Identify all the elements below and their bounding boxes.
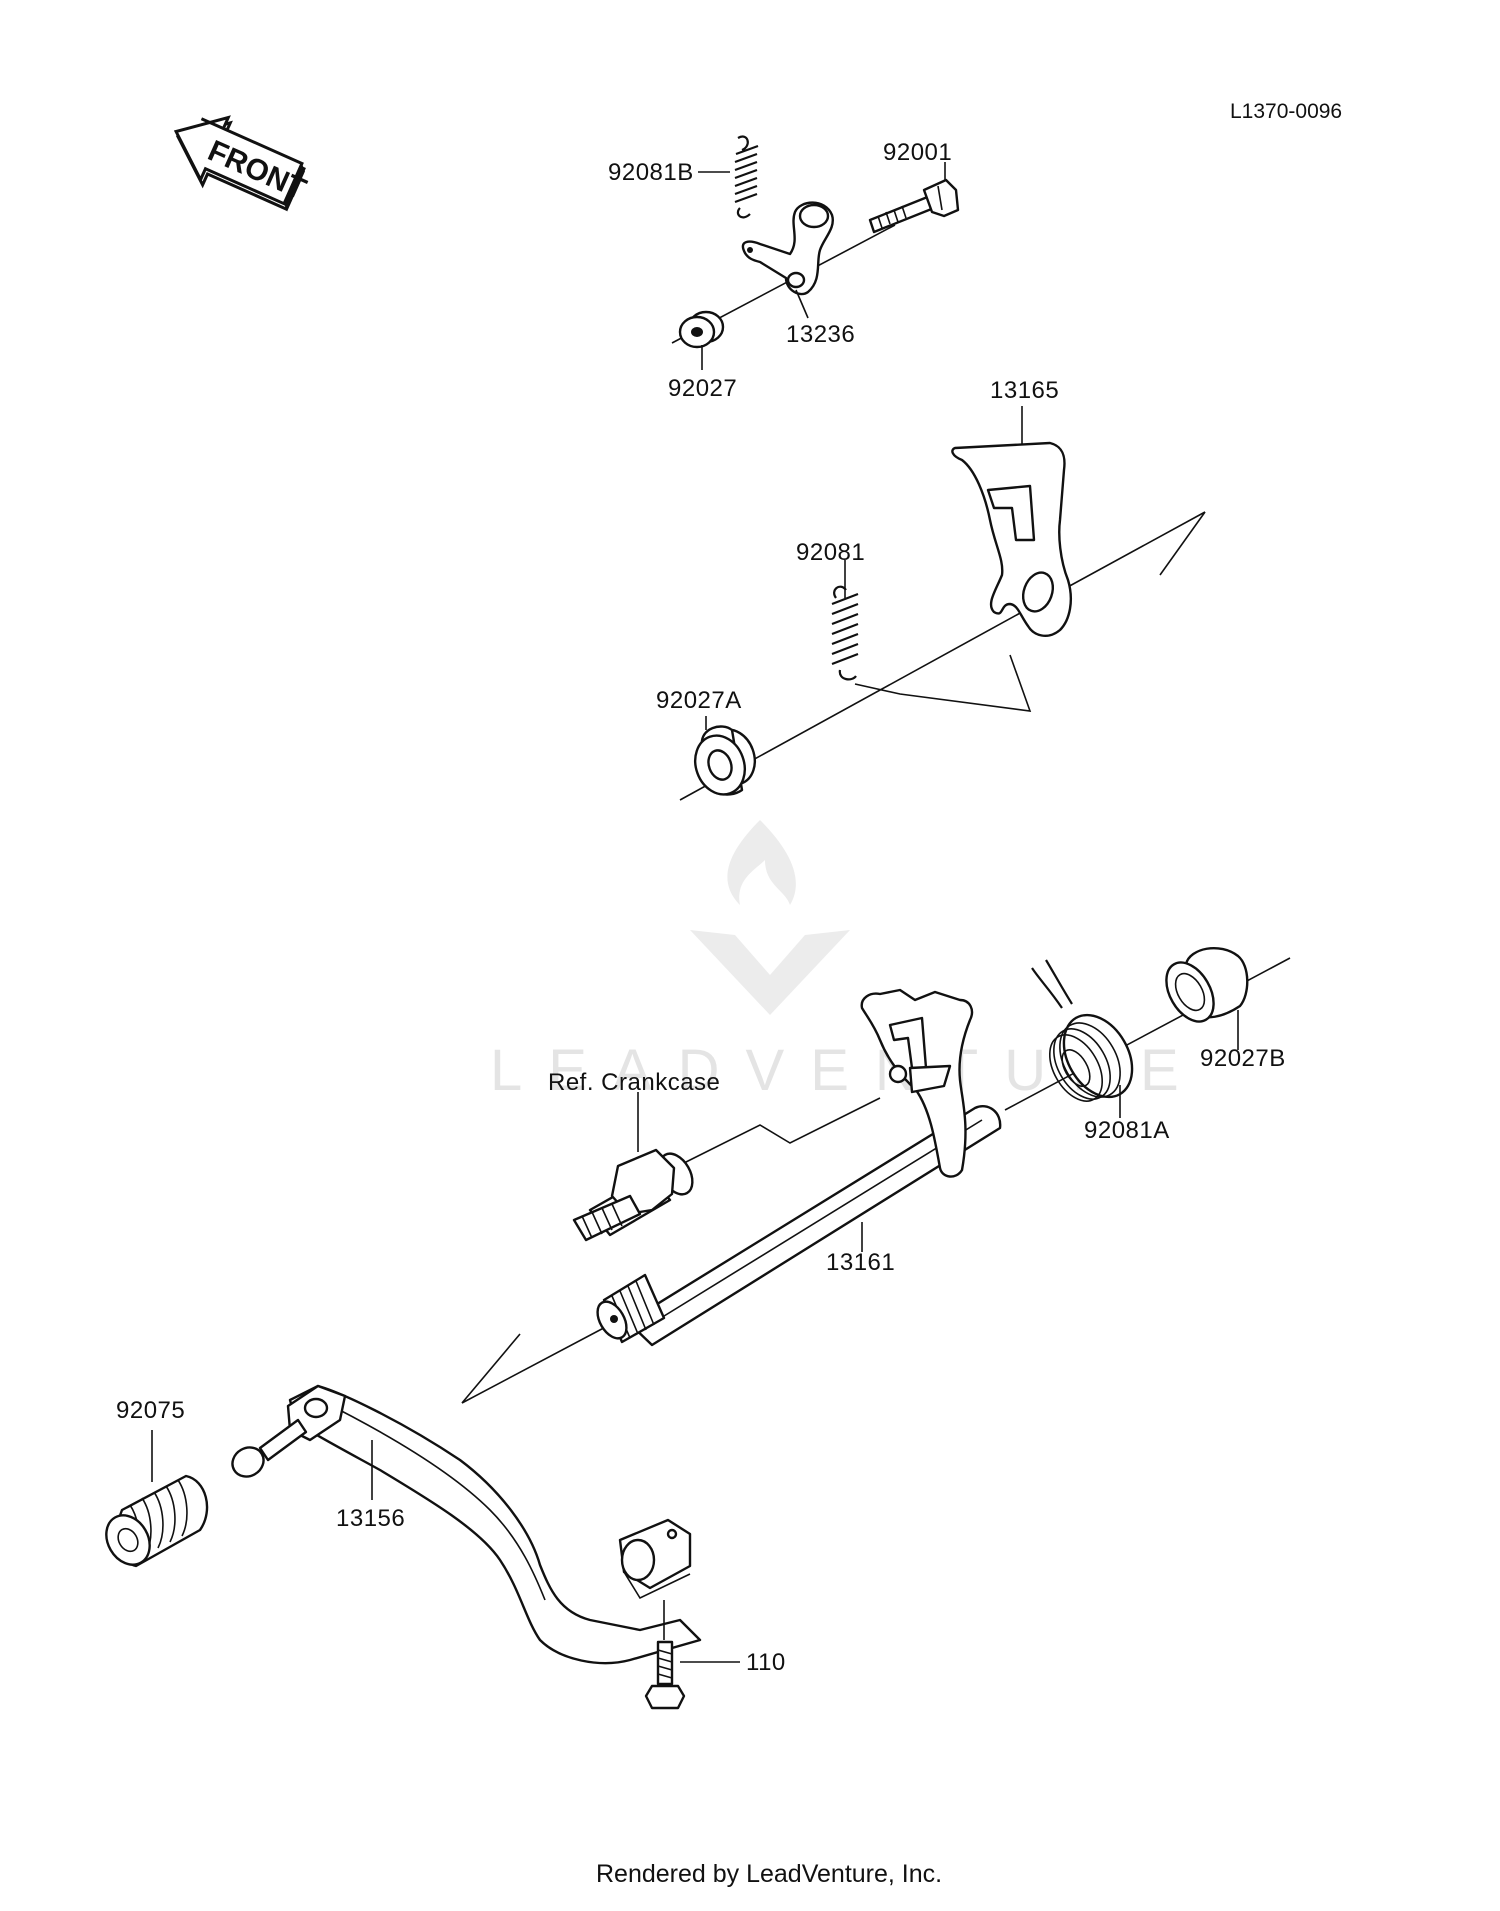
- collar-92027a: [694, 725, 756, 796]
- stopper-13236: [741, 201, 834, 296]
- upper-assembly: [671, 135, 960, 349]
- bolt-110: [644, 1600, 740, 1710]
- label-13161: 13161: [826, 1249, 895, 1276]
- label-110: 110: [746, 1649, 786, 1676]
- label-92027a: 92027A: [656, 687, 742, 714]
- pedal-13156: [286, 1384, 702, 1665]
- leader-lines: [698, 162, 1023, 1252]
- label-92081a: 92081A: [1084, 1117, 1170, 1144]
- pedal-pin: [231, 1418, 308, 1478]
- label-13165: 13165: [990, 377, 1059, 404]
- front-arrow: FRONT: [173, 115, 311, 212]
- diagram-code: L1370-0096: [1230, 100, 1342, 123]
- label-92001: 92001: [883, 139, 952, 166]
- collar-92027: [678, 310, 725, 349]
- part-labels: 92081B 92001 13236 92027 13165 92081 920…: [116, 139, 1286, 1676]
- label-13156: 13156: [336, 1505, 405, 1532]
- footer-credit: Rendered by LeadVenture, Inc.: [596, 1860, 942, 1888]
- shaft-assembly: [461, 947, 1291, 1404]
- ref-crankcase-label: Ref. Crankcase: [548, 1069, 720, 1096]
- pedal-assembly: [105, 1384, 740, 1710]
- pivot-stud: [572, 1092, 694, 1242]
- label-92081: 92081: [796, 539, 865, 566]
- shaft-13161: [596, 1105, 1002, 1347]
- spring-92081b: [734, 135, 759, 219]
- spring-92081: [831, 585, 859, 681]
- bolt-92001: [868, 178, 960, 234]
- rubber-92075: [105, 1430, 209, 1568]
- label-92027b: 92027B: [1200, 1045, 1286, 1072]
- label-92081b: 92081B: [608, 159, 694, 186]
- label-13236: 13236: [786, 321, 855, 348]
- middle-assembly: [679, 441, 1206, 801]
- collar-92027b: [1165, 947, 1249, 1050]
- pawl-13165: [951, 441, 1072, 637]
- shaft-arm: [860, 988, 974, 1178]
- spring-92081a: [1031, 959, 1134, 1118]
- label-92027: 92027: [668, 375, 737, 402]
- label-92075: 92075: [116, 1397, 185, 1424]
